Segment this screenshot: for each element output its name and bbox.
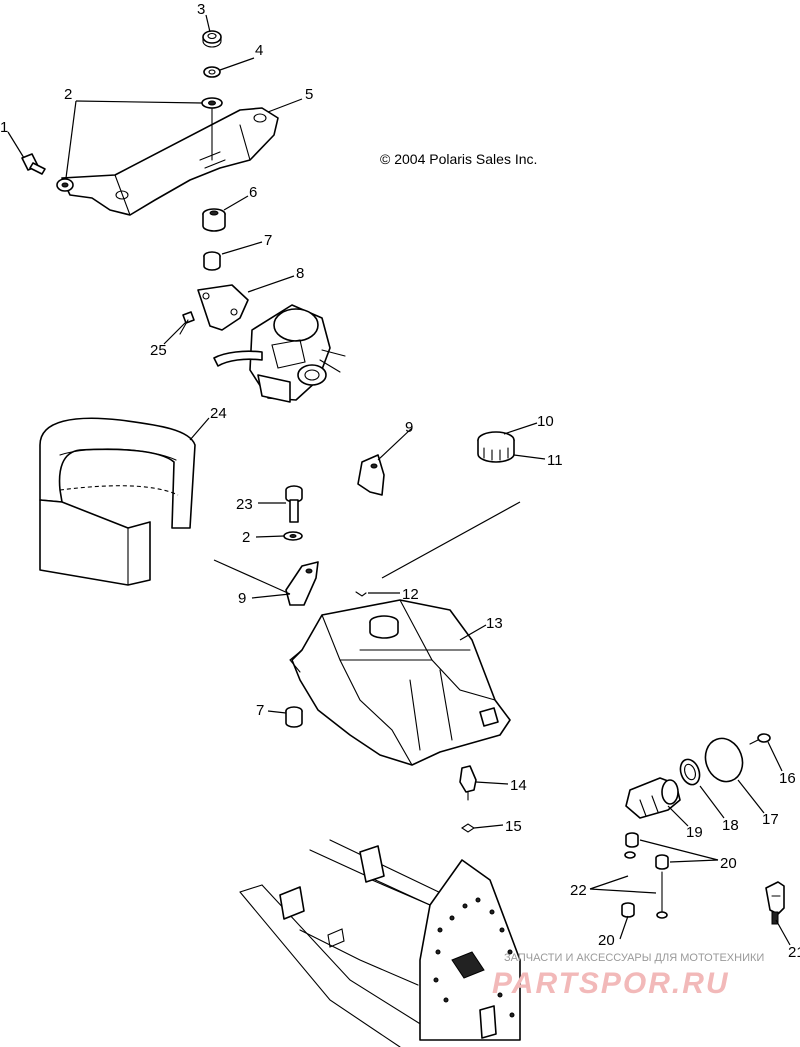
callout-2-middle: 2 <box>242 529 250 546</box>
part-7-grommet-lower <box>285 706 303 728</box>
callout-21: 21 <box>788 944 800 961</box>
callout-15: 15 <box>505 818 522 835</box>
callout-7-top: 7 <box>264 232 272 249</box>
part-21-clip <box>765 881 785 925</box>
callout-13: 13 <box>486 615 503 632</box>
part-4-washer <box>203 66 221 78</box>
part-25-screw <box>179 311 195 335</box>
callout-20-top: 20 <box>720 855 737 872</box>
callout-8: 8 <box>296 265 304 282</box>
callout-12: 12 <box>402 586 419 603</box>
part-9-bracket-upper <box>357 454 385 496</box>
leader-lines <box>7 14 791 946</box>
part-13-fuel-tank <box>289 599 511 766</box>
callout-10: 10 <box>537 413 554 430</box>
part-12-clip <box>355 591 367 597</box>
part-2-washer-top <box>201 97 223 109</box>
callout-14: 14 <box>510 777 527 794</box>
callout-22: 22 <box>570 882 587 899</box>
callout-9-lower: 9 <box>238 590 246 607</box>
part-2-washer-middle <box>283 531 303 541</box>
part-20-grommet-b <box>655 854 669 870</box>
part-22-grommet-c <box>624 851 636 859</box>
part-20-grommet-e <box>621 902 635 918</box>
callout-9-upper: 9 <box>405 419 413 436</box>
callout-1: 1 <box>0 119 8 136</box>
watermark-logo: PARTSPOR.RU <box>492 967 730 1000</box>
callout-23: 23 <box>236 496 253 513</box>
callout-11: 11 <box>547 452 563 469</box>
part-1-bolt <box>21 153 46 175</box>
callout-16: 16 <box>779 770 796 787</box>
part-20-grommet-a <box>625 832 639 848</box>
part-24-hose <box>39 417 196 586</box>
callout-17: 17 <box>762 811 779 828</box>
callout-20-bottom: 20 <box>598 932 615 949</box>
part-22-grommet-d <box>656 911 668 919</box>
frame-chassis <box>239 839 521 1047</box>
watermark: ЗАПЧАСТИ И АКСЕССУАРЫ ДЛЯ МОТОТЕХНИКИ PA… <box>492 952 764 1000</box>
callout-3: 3 <box>197 1 205 18</box>
callout-19: 19 <box>686 824 703 841</box>
part-10-gas-cap <box>477 431 515 463</box>
callout-6: 6 <box>249 184 257 201</box>
part-15-clamp <box>461 823 475 833</box>
watermark-tagline: ЗАПЧАСТИ И АКСЕССУАРЫ ДЛЯ МОТОТЕХНИКИ <box>504 952 764 964</box>
part-18-gasket <box>679 758 701 786</box>
part-23-bolt <box>285 485 303 523</box>
part-6-mount <box>202 208 226 232</box>
part-17-cover <box>704 737 744 783</box>
part-8-carburetor <box>197 284 346 403</box>
callout-25: 25 <box>150 342 167 359</box>
part-19-pump <box>625 777 681 819</box>
part-14-fitting <box>459 765 477 801</box>
callout-24: 24 <box>210 405 227 422</box>
part-3-nut <box>202 30 222 48</box>
part-9-bracket-lower <box>285 561 319 606</box>
part-7-grommet-top <box>203 251 221 271</box>
callout-4: 4 <box>255 42 263 59</box>
part-5-bracket <box>56 107 279 216</box>
part-16-screw <box>749 733 771 745</box>
callout-5: 5 <box>305 86 313 103</box>
callout-2-top: 2 <box>64 86 72 103</box>
callout-labels: 3 4 2 5 1 6 7 8 25 24 9 10 11 23 2 9 12 … <box>0 1 800 961</box>
callout-7-lower: 7 <box>256 702 264 719</box>
callout-18: 18 <box>722 817 739 834</box>
copyright-text: © 2004 Polaris Sales Inc. <box>380 151 537 167</box>
